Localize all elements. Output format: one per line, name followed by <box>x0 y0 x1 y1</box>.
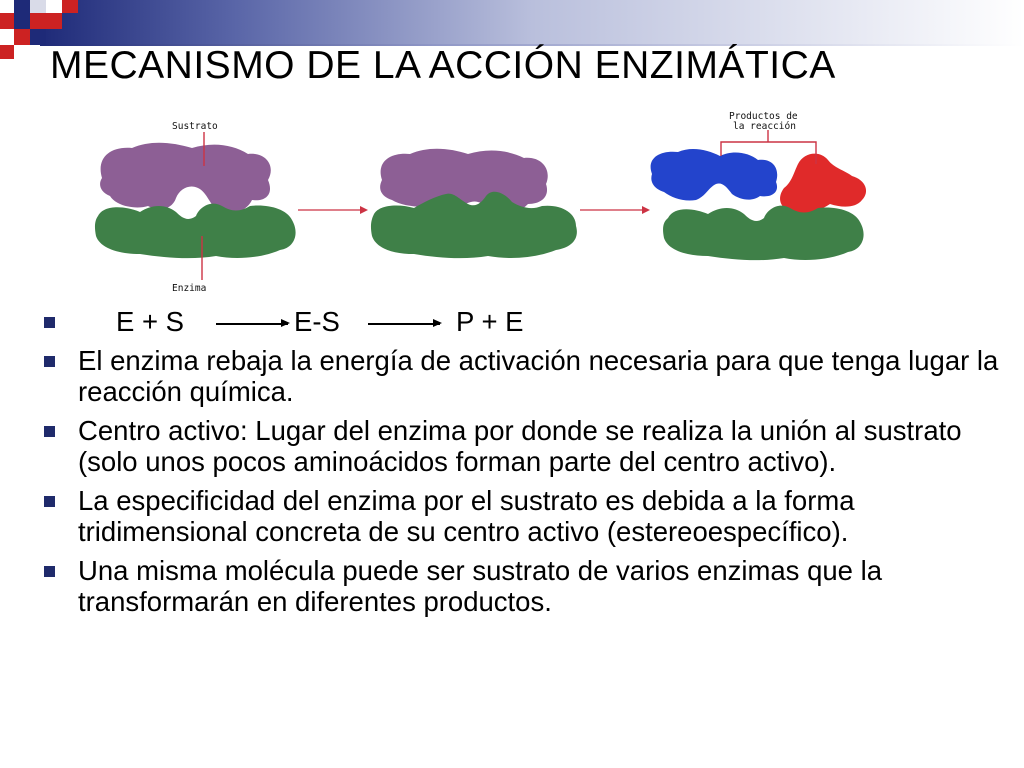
product-red-shape <box>780 153 867 214</box>
equation-products: P + E <box>456 306 524 337</box>
free-enzyme-shape <box>663 205 864 261</box>
header-rule <box>40 44 1024 46</box>
bullet-text: El enzima rebaja la energía de activació… <box>78 345 999 407</box>
stage-3-products-and-enzyme: Productos de la reacción <box>650 111 867 261</box>
substrate-label: Sustrato <box>172 121 218 132</box>
bullet-square-icon <box>44 426 55 437</box>
list-item: Una misma molécula puede ser sustrato de… <box>44 555 1004 617</box>
bullet-square-icon <box>44 566 55 577</box>
list-item: La especificidad del enzima por el sustr… <box>44 485 1004 547</box>
equation-arrow-2 <box>368 320 442 326</box>
bullet-square-icon <box>44 496 55 507</box>
bullet-text: Una misma molécula puede ser sustrato de… <box>78 555 882 617</box>
products-label-line-2: la reacción <box>733 121 796 132</box>
list-item: Centro activo: Lugar del enzima por dond… <box>44 415 1004 477</box>
list-item: El enzima rebaja la energía de activació… <box>44 345 1004 407</box>
complex-enzyme-shape <box>370 191 577 259</box>
reaction-equation: E + S E-S P + E <box>78 306 1004 337</box>
bullet-square-icon <box>44 317 55 328</box>
enzyme-shape <box>94 203 296 259</box>
enzyme-label: Enzima <box>172 283 206 294</box>
bullet-text: Centro activo: Lugar del enzima por dond… <box>78 415 962 477</box>
products-label-line-1: Productos de <box>729 111 798 122</box>
bullet-square-icon <box>44 356 55 367</box>
enzyme-mechanism-diagram: Sustrato Enzima Productos de la reacció <box>80 108 880 298</box>
bullet-text: La especificidad del enzima por el sustr… <box>78 485 855 547</box>
stage-2-enzyme-substrate-complex <box>370 148 577 259</box>
stage-1-enzyme-and-substrate: Sustrato Enzima <box>94 121 296 294</box>
header-gradient-bar <box>40 0 1024 44</box>
equation-reactants: E + S <box>116 306 185 337</box>
decorative-squares-logo <box>0 0 100 80</box>
product-blue-shape <box>650 149 778 201</box>
equation-arrow-1 <box>216 320 290 326</box>
substrate-shape <box>100 142 271 214</box>
slide-title: MECANISMO DE LA ACCIÓN ENZIMÁTICA <box>50 44 836 87</box>
bullet-list: E + S E-S P + E El enzima rebaja la ener… <box>44 306 1004 625</box>
equation-complex: E-S <box>294 306 340 337</box>
list-item-equation: E + S E-S P + E <box>44 306 1004 337</box>
